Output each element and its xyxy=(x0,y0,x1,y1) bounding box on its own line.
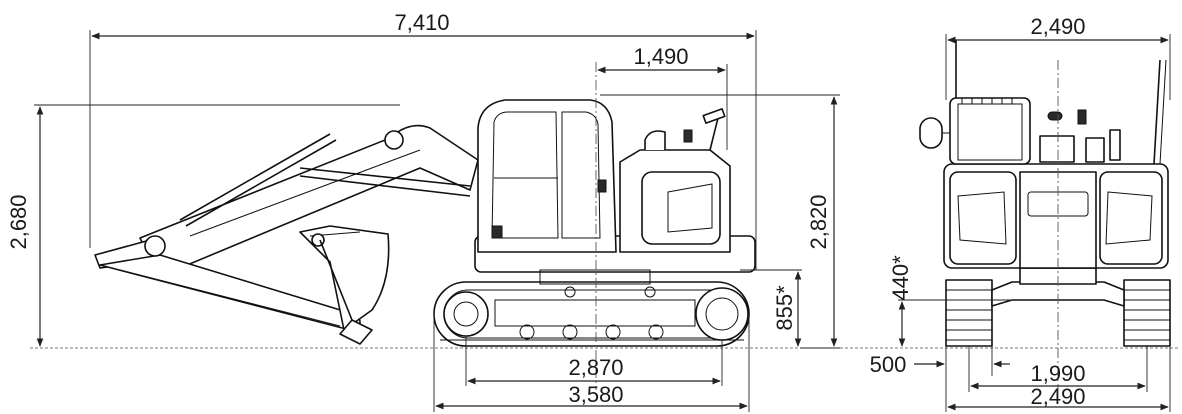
boom-height-label: 2,680 xyxy=(6,194,31,249)
track-width-label: 2,490 xyxy=(1030,384,1085,409)
side-view: 7,410 1,490 2,680 2,820 855* xyxy=(6,10,930,412)
tail-swing-label: 1,490 xyxy=(633,44,688,69)
track-gauge-label: 1,990 xyxy=(1030,361,1085,386)
excavator-side-view-icon xyxy=(94,99,756,347)
ground-clearance-label: 440* xyxy=(888,255,913,301)
overall-length-label: 7,410 xyxy=(394,10,449,35)
dimension-cab-height: 2,820 xyxy=(600,94,840,349)
track-length-label: 3,580 xyxy=(568,382,623,407)
dimension-ground-clearance: 440* xyxy=(888,255,1012,347)
dimension-tumbler-length: 2,870 xyxy=(465,336,723,386)
dimension-overall-width: 2,490 xyxy=(945,14,1171,100)
dimension-track-length: 3,580 xyxy=(433,314,750,412)
dimension-track-gauge: 1,990 xyxy=(968,346,1148,392)
dimension-tail-swing: 1,490 xyxy=(597,44,728,150)
dimension-track-width: 2,490 xyxy=(945,346,1171,412)
dimension-counterweight-clearance: 855* xyxy=(740,269,802,347)
shoe-width-label: 500 xyxy=(870,352,907,377)
dimension-boom-height: 2,680 xyxy=(6,104,400,347)
front-view: 2,490 440* 500 1,990 2,490 xyxy=(860,14,1180,412)
dimension-overall-length: 7,410 xyxy=(89,10,757,270)
cab-height-label: 2,820 xyxy=(806,194,831,249)
dimension-shoe-width: 500 xyxy=(870,346,1010,377)
counterweight-clearance-label: 855* xyxy=(772,285,797,331)
tumbler-length-label: 2,870 xyxy=(568,355,623,380)
overall-width-label: 2,490 xyxy=(1030,14,1085,39)
